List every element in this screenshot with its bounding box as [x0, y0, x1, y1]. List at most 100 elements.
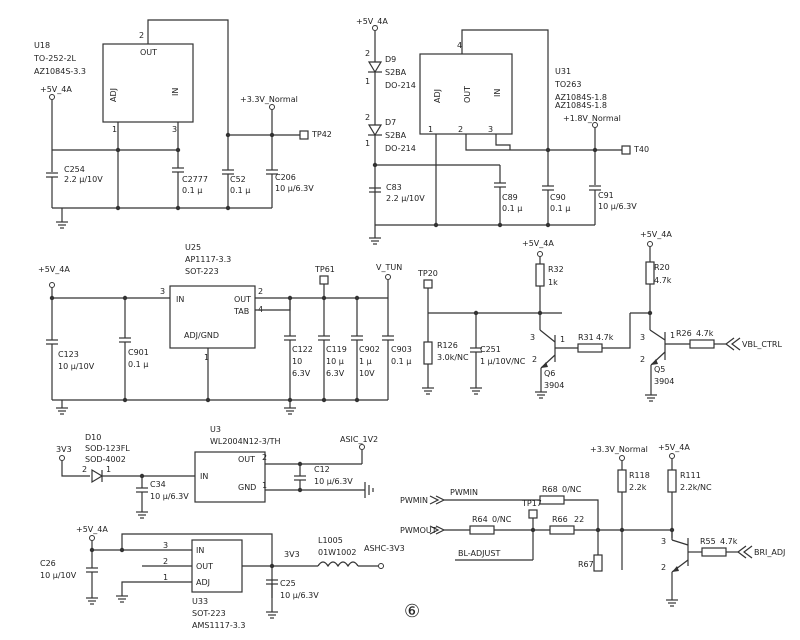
c2777-ref: C2777	[182, 175, 208, 184]
u31-pin-in-label: IN	[493, 89, 502, 97]
u3-pin-out-label: OUT	[238, 455, 255, 464]
c26-value: 10 μ/10V	[40, 571, 77, 580]
c25-ref: C25	[280, 579, 296, 588]
r111-ref: R111	[680, 471, 701, 480]
u31-vout-label: +1.8V_Normal	[563, 114, 621, 123]
bri-tp-label: TP17	[521, 499, 542, 508]
d7-ref: D7	[385, 118, 396, 127]
u18-vout-label: +3.3V_Normal	[240, 95, 298, 104]
d7-pin2: 2	[365, 113, 370, 122]
u31-pin1: 1	[428, 125, 433, 134]
u25-pin-in-label: IN	[176, 295, 184, 304]
u33-pin-adj-label: ADJ	[196, 578, 210, 587]
c91-value: 10 μ/6.3V	[598, 202, 637, 211]
u33-ref: U33	[192, 597, 208, 606]
bri-pwmin-port: PWMIN	[400, 496, 428, 505]
r126-value: 3.0k/NC	[437, 353, 469, 362]
u31-chip	[419, 53, 513, 135]
u25-pin-out-label: OUT	[234, 295, 251, 304]
page-marker: ⑥	[404, 601, 420, 622]
c903-value: 0.1 μ	[391, 357, 411, 366]
r126-ref: R126	[437, 341, 458, 350]
r111-value: 2.2k/NC	[680, 483, 712, 492]
c25-value: 10 μ/6.3V	[280, 591, 319, 600]
u18-pin3: 3	[172, 125, 177, 134]
u25-pin3: 3	[160, 287, 165, 296]
u31-tp-label: T40	[633, 145, 649, 154]
u31-pin2: 2	[458, 125, 463, 134]
r55-ref: R55	[700, 537, 716, 546]
u33-net-3v3-label: 3V3	[284, 550, 300, 559]
bri-ctrl-label: BRI_ADJ	[754, 548, 785, 557]
d10-package: SOD-123FL	[85, 444, 130, 453]
u25-ref: U25	[185, 243, 201, 252]
vbl-tp-label: TP20	[417, 269, 438, 278]
r64-value: 0/NC	[492, 515, 512, 524]
u18-pin-in-label: IN	[171, 88, 180, 96]
vbl-control-block: TP20 R126 3.0k/NC C251 1 μ/10V/NC +5V_4A…	[417, 230, 782, 402]
u31-pin-out-label: OUT	[463, 86, 472, 103]
q6-emitter-pin: 2	[532, 355, 537, 364]
u3-part: WL2004N12-3/TH	[210, 437, 280, 446]
l1005-ref: L1005	[318, 536, 343, 545]
c254-ref: C254	[64, 165, 85, 174]
q6-ref: Q6	[544, 369, 555, 378]
c206-value: 10 μ/6.3V	[275, 184, 314, 193]
u33-pin3: 3	[163, 541, 168, 550]
q6-collector-pin: 3	[530, 333, 535, 342]
vbl-vin1-label: +5V_4A	[522, 239, 554, 248]
r26-ref: R26	[676, 329, 692, 338]
l1005-value: 01W1002	[318, 548, 356, 557]
u18-part: AZ1084S-3.3	[34, 67, 86, 76]
c119-value2: 6.3V	[326, 369, 345, 378]
u18-vin-label: +5V_4A	[40, 85, 72, 94]
d10-pin1: 1	[106, 465, 111, 474]
bri-q-emitter-pin: 2	[661, 563, 666, 572]
u31-package: TO263	[554, 80, 581, 89]
c2777-value: 0.1 μ	[182, 186, 202, 195]
c901-ref: C901	[128, 348, 149, 357]
c119-value1: 10 μ	[326, 357, 344, 366]
c90-value: 0.1 μ	[550, 204, 570, 213]
c251-value: 1 μ/10V/NC	[480, 357, 526, 366]
r64-ref: R64	[472, 515, 488, 524]
r66-value: 22	[574, 515, 584, 524]
r31-value: 4.7k	[596, 333, 614, 342]
c90-ref: C90	[550, 193, 566, 202]
r55-value: 4.7k	[720, 537, 738, 546]
u33-regulator-block: +5V_4A C26 10 μ/10V IN OUT ADJ 3 2 1 3V3…	[40, 525, 405, 630]
bri-pwmout-port: PWMOUT	[400, 526, 437, 535]
u18-ref: U18	[34, 41, 50, 50]
c12-ref: C12	[314, 465, 330, 474]
d9-ref: D9	[385, 55, 396, 64]
c34-ref: C34	[150, 480, 166, 489]
q5-ref: Q5	[654, 365, 665, 374]
r118-value: 2.2k	[629, 483, 647, 492]
c123-ref: C123	[58, 350, 79, 359]
c122-ref: C122	[292, 345, 313, 354]
q5-part: 3904	[654, 377, 674, 386]
u31-pin4: 4	[457, 41, 462, 50]
c91-ref: C91	[598, 191, 614, 200]
d9-pin1: 1	[365, 77, 370, 86]
u31-pin-adj-label: ADJ	[433, 89, 442, 103]
q5-collector-pin: 3	[640, 333, 645, 342]
u3-chip	[194, 451, 266, 503]
c83-ref: C83	[386, 183, 402, 192]
u33-vin-label: +5V_4A	[76, 525, 108, 534]
q6-part: 3904	[544, 381, 564, 390]
c52-value: 0.1 μ	[230, 186, 250, 195]
bri-adjust-block: +3.3V_Normal R118 2.2k +5V_4A R111 2.2k/…	[400, 443, 785, 607]
u31-regulator-block: +5V_4A 2 1 D9 S2BA DO-214 2 1 D7 S2BA DO…	[356, 17, 649, 245]
u31-part: AZ1084S-1.8	[555, 101, 607, 110]
u25-regulator-block: U25 AP1117-3.3 SOT-223 IN OUT TAB ADJ/GN…	[38, 243, 412, 415]
d7-package: DO-214	[385, 144, 416, 153]
u3-ref: U3	[210, 425, 221, 434]
c206-ref: C206	[275, 173, 296, 182]
u18-package: TO-252-2L	[33, 54, 77, 63]
vbl-ctrl-label: VBL_CTRL	[742, 340, 782, 349]
c119-ref: C119	[326, 345, 347, 354]
c123-value: 10 μ/10V	[58, 362, 95, 371]
d10-pin2: 2	[82, 465, 87, 474]
